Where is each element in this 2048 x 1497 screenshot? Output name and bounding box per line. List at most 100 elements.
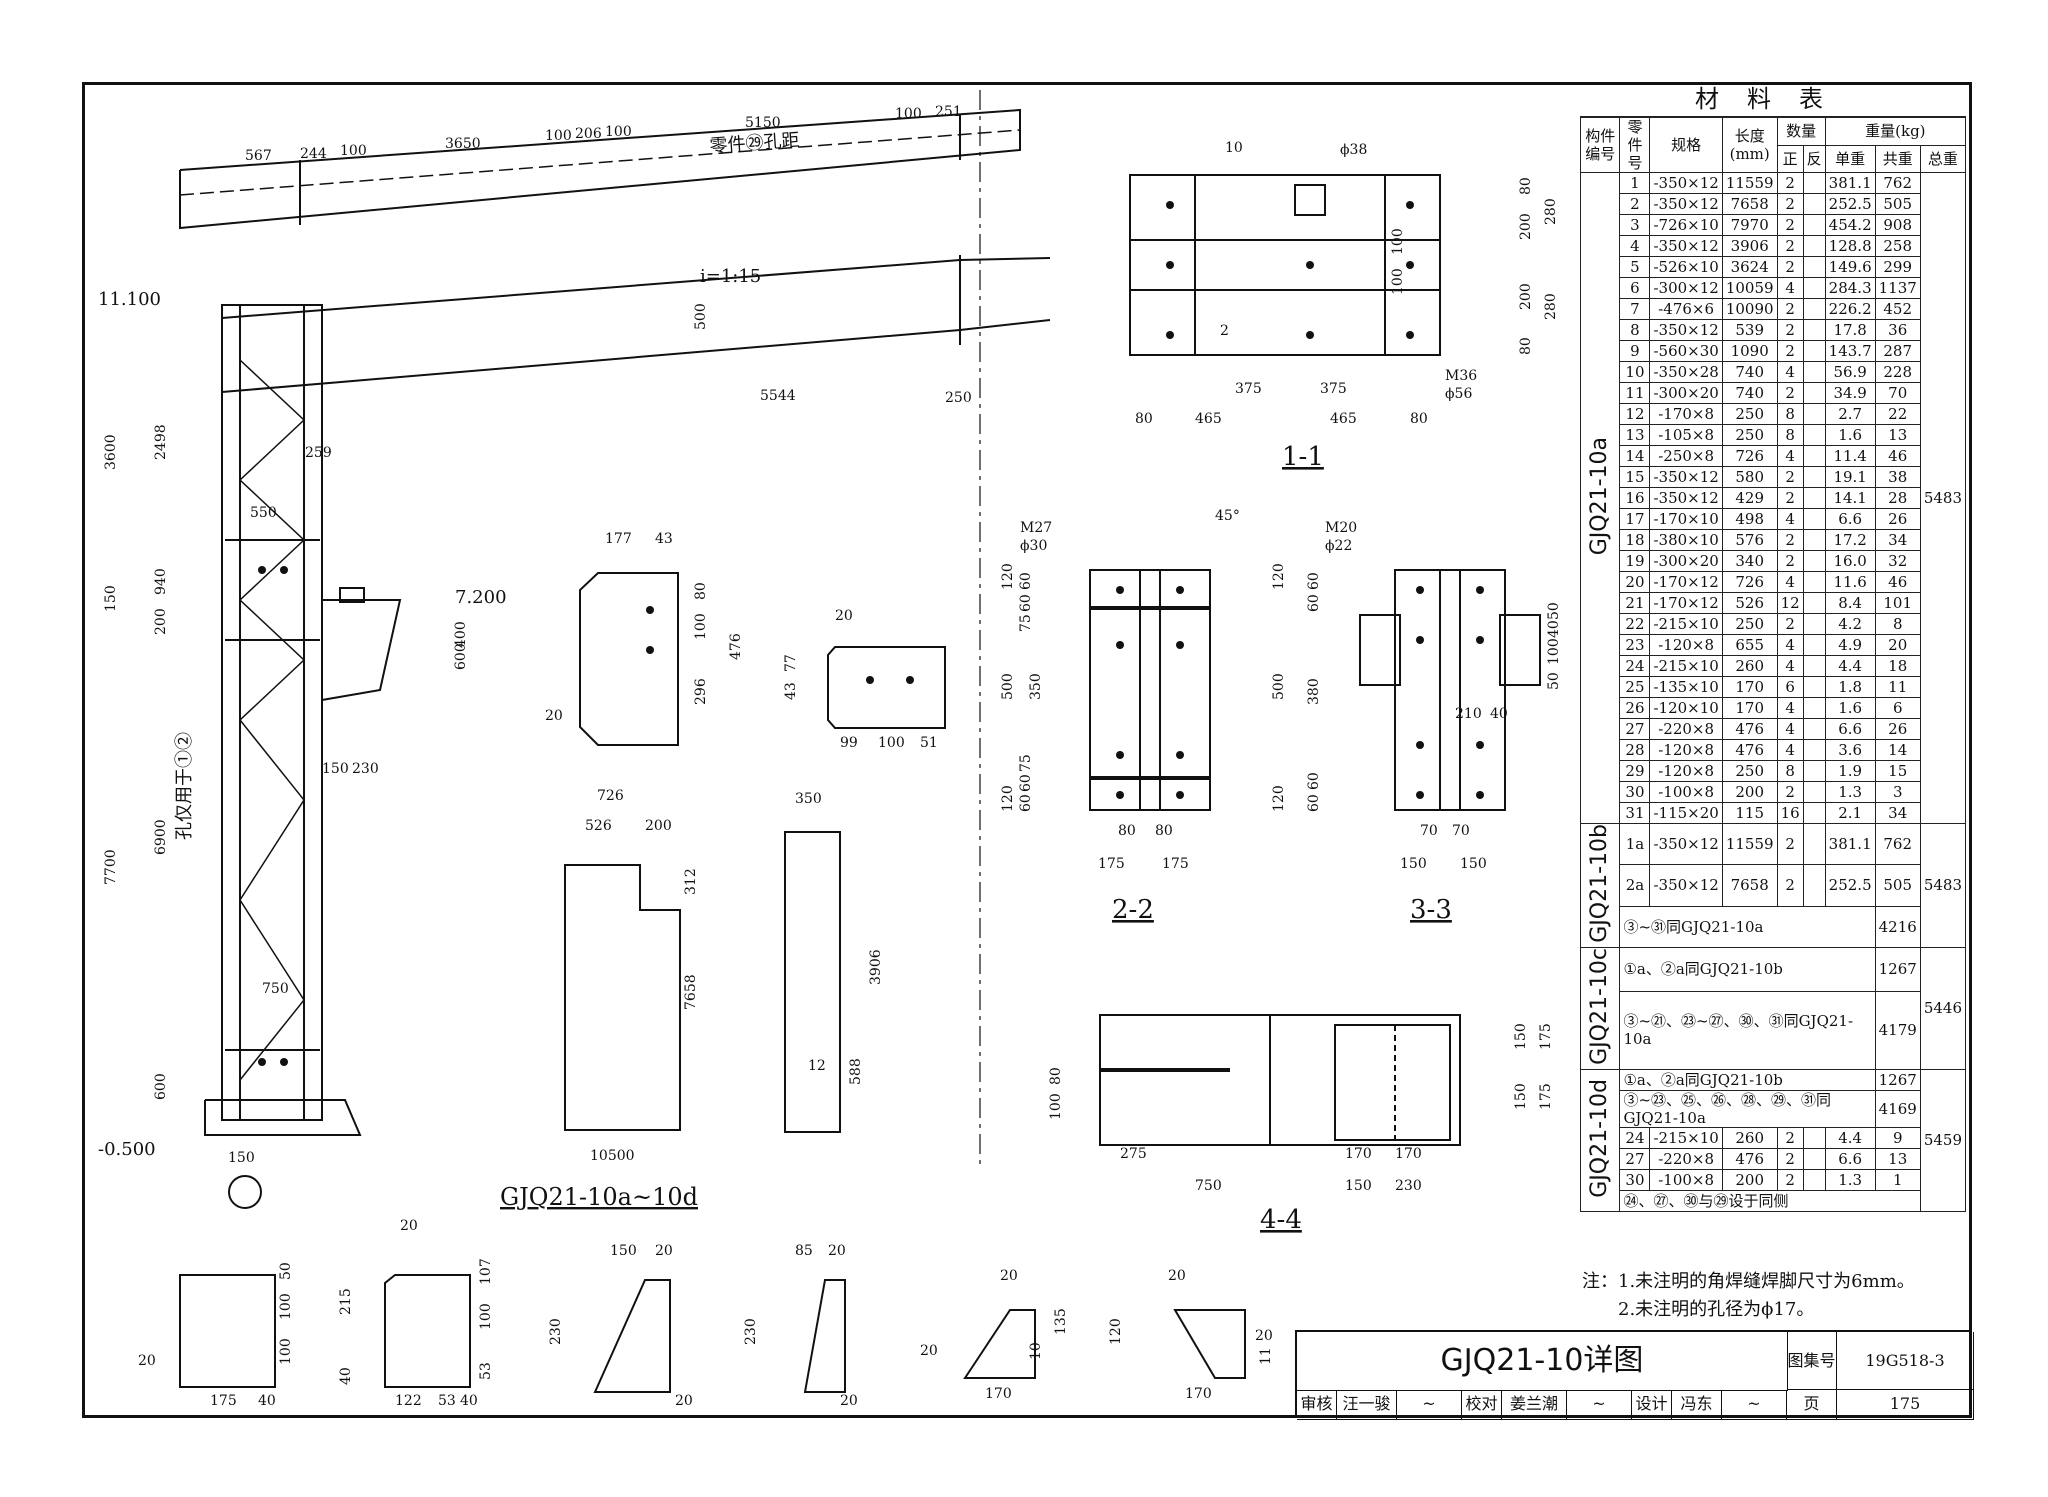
cell-qty-back (1802, 361, 1826, 383)
dim-940: 940 (153, 568, 169, 595)
cell-length: 526 (1721, 592, 1778, 614)
s22-75b: 75 (1018, 754, 1034, 772)
s33-60d: 60 (1306, 794, 1322, 812)
cell-qty-back (1802, 445, 1826, 467)
cell-total-weight: 228 (1874, 361, 1921, 383)
cell-spec: -170×12 (1649, 592, 1723, 614)
cell-qty-back (1802, 718, 1826, 740)
cell-qty-back (1802, 1126, 1826, 1149)
cell-part-no: 2 (1619, 193, 1651, 215)
p13-dim-230: 230 (743, 1318, 759, 1345)
cell-unit-weight: 1.3 (1824, 1168, 1876, 1191)
cell-qty-back (1802, 781, 1826, 803)
s22-45deg: 45° (1215, 508, 1240, 524)
cell-qty-front: 2 (1776, 1147, 1804, 1170)
cell-length: 726 (1721, 445, 1778, 467)
p25-dim-20b: 20 (920, 1343, 938, 1359)
cell-qty-front: 4 (1776, 508, 1804, 530)
cell-qty-front: 4 (1776, 655, 1804, 677)
same-as-note: ①a、②a同GJQ21-10b (1619, 1068, 1876, 1091)
hdr-part: 零件号 (1619, 117, 1651, 173)
s33-120b: 120 (1271, 785, 1287, 812)
main-drawing-labels: 11.100 7.200 -0.500 567 244 100 3650 100… (98, 104, 1562, 1409)
cell-length: 7658 (1721, 193, 1778, 215)
cell-part-no: 12 (1619, 403, 1651, 425)
cell-spec: -120×8 (1649, 634, 1723, 656)
cell-qty-back (1802, 1168, 1826, 1191)
dim-top-567: 567 (245, 148, 272, 164)
cell-part-no: 15 (1619, 466, 1651, 488)
cell-qty-front: 4 (1776, 445, 1804, 467)
cell-part-no: 20 (1619, 571, 1651, 593)
cell-total-weight: 22 (1874, 403, 1921, 425)
cell-part-no: 11 (1619, 382, 1651, 404)
same-as-note: ③~㉑、㉓~㉗、㉚、㉛同GJQ21-10a (1619, 990, 1876, 1070)
cell-qty-front: 2 (1776, 781, 1804, 803)
cell-part-no: 17 (1619, 508, 1651, 530)
dim-750: 750 (262, 981, 289, 997)
cell-part-no: 30 (1619, 781, 1651, 803)
cell-length: 170 (1721, 676, 1778, 698)
cell-qty-back (1802, 1147, 1826, 1170)
dim-150: 150 (103, 585, 119, 612)
s44-275: 275 (1120, 1146, 1147, 1162)
cell-total-weight: 34 (1874, 529, 1921, 551)
cell-qty-back (1802, 592, 1826, 614)
s11-100b: 100 (1390, 268, 1406, 295)
cell-qty-front: 2 (1776, 382, 1804, 404)
member-gjq21-10d: GJQ21-10d (1579, 1068, 1621, 1212)
cell-total-weight: 908 (1874, 214, 1921, 236)
cell-total-weight: 287 (1874, 340, 1921, 362)
cell-part-no: 3 (1619, 214, 1651, 236)
cell-unit-weight: 8.4 (1824, 592, 1876, 614)
s22-60d: 60 (1018, 794, 1034, 812)
s44-150b: 150 (1513, 1083, 1529, 1110)
p22-dim-100a: 100 (278, 1293, 294, 1320)
column-base-circle (228, 1175, 262, 1209)
cell-unit-weight: 4.9 (1824, 634, 1876, 656)
hdr-member: 构件编号 (1579, 117, 1621, 173)
dim-top-5150: 5150 (745, 115, 781, 131)
dim-top-100b: 100 (545, 128, 572, 144)
cell-qty-back (1802, 613, 1826, 635)
grand-weight-d: 5459 (1919, 1068, 1967, 1212)
cell-part-no: 27 (1619, 718, 1651, 740)
p4-dim-350: 350 (795, 791, 822, 807)
cell-part-no: 24 (1619, 1126, 1651, 1149)
cell-part-no: 9 (1619, 340, 1651, 362)
p27-dim-43: 43 (655, 531, 673, 547)
p24-dim-100: 100 (478, 1303, 494, 1330)
cell-length: 250 (1721, 403, 1778, 425)
dim-top-100d: 100 (895, 106, 922, 122)
p26-dim-20: 20 (1168, 1268, 1186, 1284)
p29-dim-51: 51 (920, 735, 938, 751)
cell-qty-front: 2 (1776, 214, 1804, 236)
cell-qty-back (1802, 822, 1826, 866)
cell-part-no: 10 (1619, 361, 1651, 383)
s44-80: 80 (1048, 1067, 1064, 1085)
cell-spec: -350×12 (1649, 193, 1723, 215)
p13-dim-20: 20 (828, 1243, 846, 1259)
cell-part-no: 21 (1619, 592, 1651, 614)
hdr-spec: 规格 (1649, 117, 1723, 173)
cell-part-no: 1a (1619, 822, 1651, 866)
s22-60b: 60 (1018, 594, 1034, 612)
cell-unit-weight: 128.8 (1824, 235, 1876, 257)
s11-280b: 280 (1543, 293, 1559, 320)
s44-175b: 175 (1538, 1083, 1554, 1110)
dim-600r: 600 (453, 643, 469, 670)
cell-total-weight: 6 (1874, 697, 1921, 719)
s33-150b: 150 (1460, 856, 1487, 872)
cell-unit-weight: 2.1 (1824, 802, 1876, 824)
cell-unit-weight: 6.6 (1824, 508, 1876, 530)
cell-length: 655 (1721, 634, 1778, 656)
cell-spec: -300×12 (1649, 277, 1723, 299)
drawing-title: GJQ21-10详图 (1297, 1332, 1788, 1391)
